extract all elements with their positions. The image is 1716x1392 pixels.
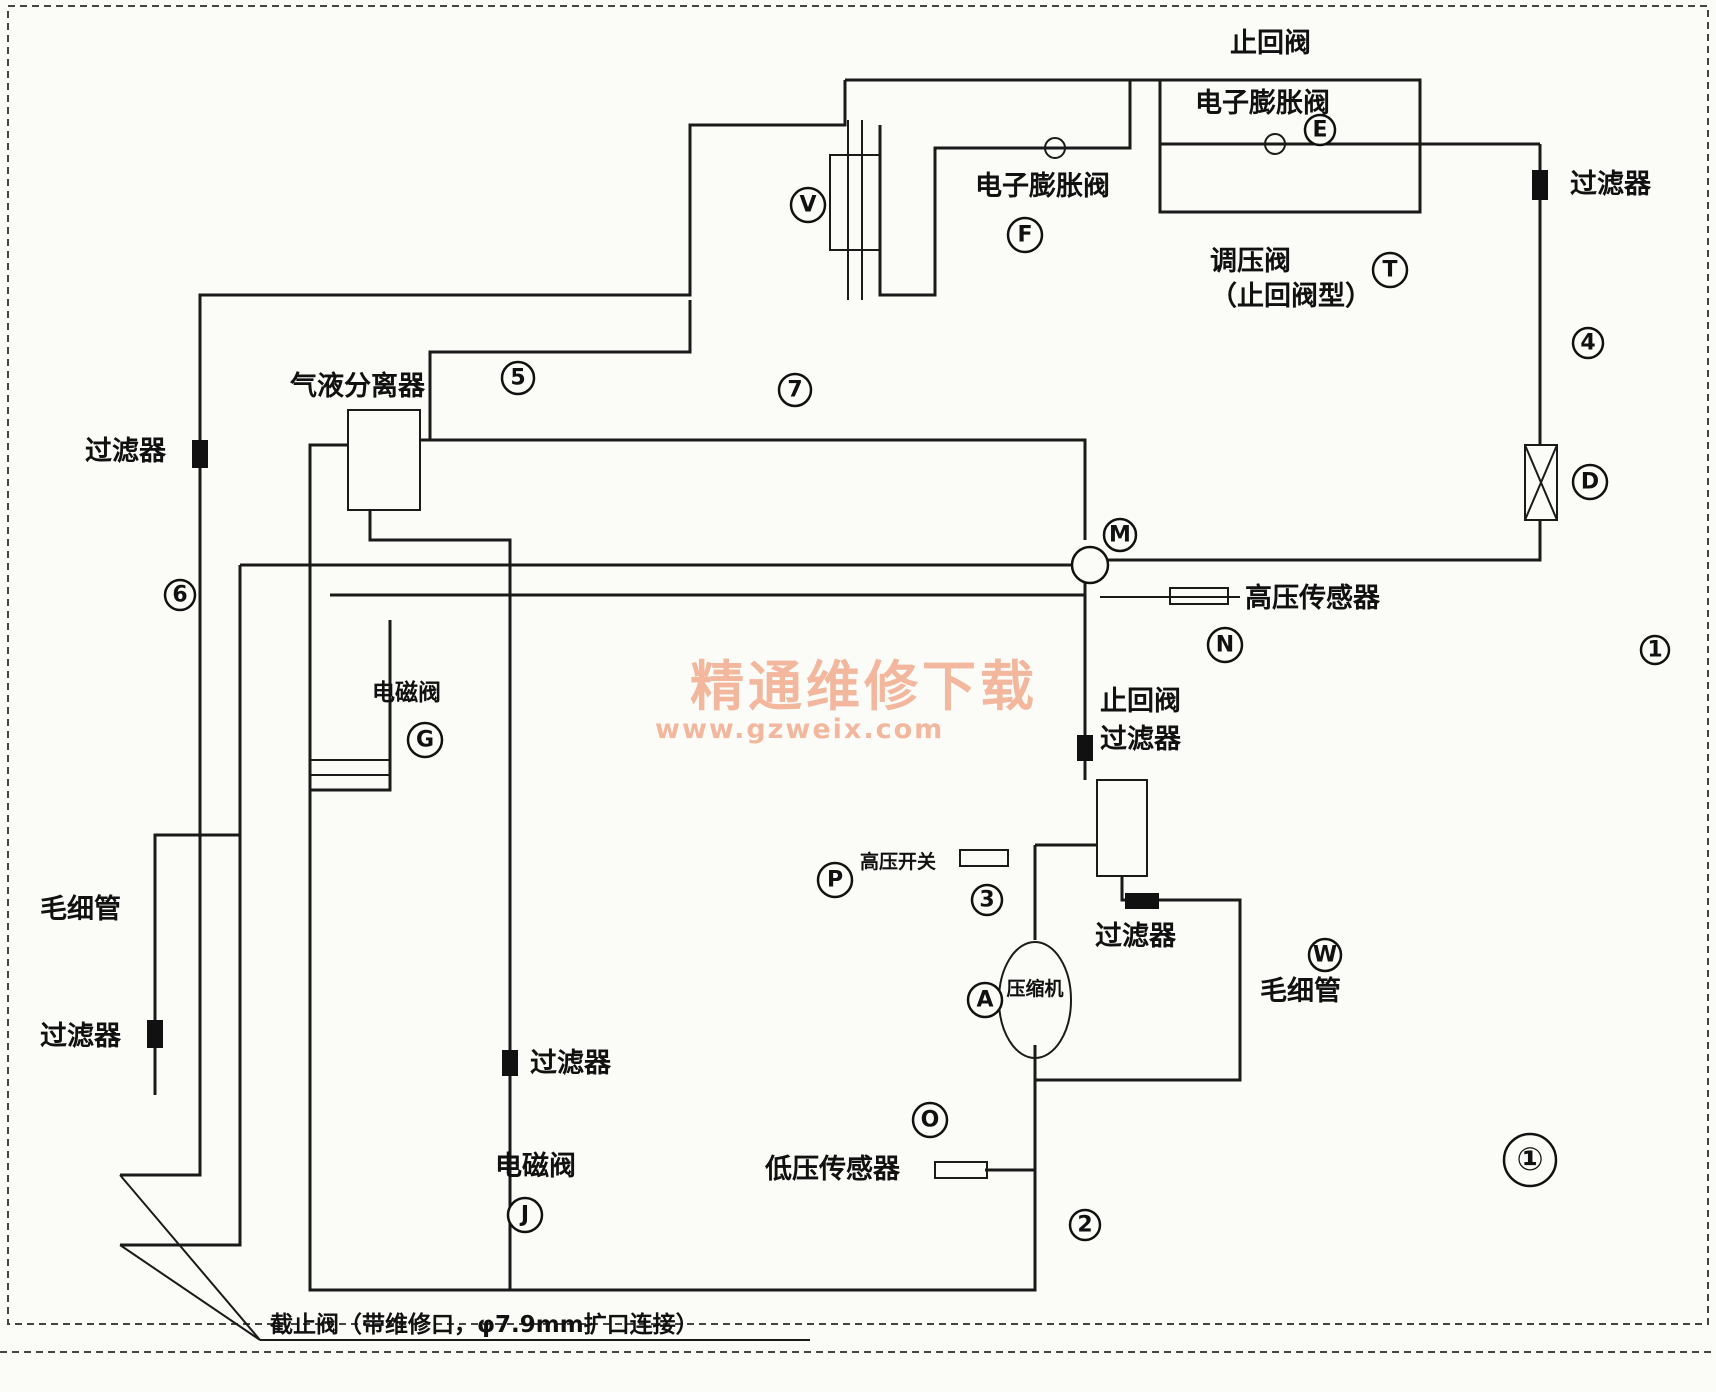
marker-P: P — [827, 868, 843, 893]
marker-3: 3 — [979, 888, 994, 913]
figure-number-circle — [1502, 1132, 1558, 1188]
stop-valve-note: 截止阀（带维修口，φ7.9mm扩口连接） — [270, 1311, 699, 1338]
filter-left-bottom-label: 过滤器 — [40, 1021, 122, 1052]
eev-left-label: 电子膨胀阀 — [975, 171, 1110, 202]
marker-W: W — [1313, 943, 1337, 968]
low-pressure-sensor-symbol — [934, 1161, 988, 1179]
pressure-regulator-type-label: （止回阀型） — [1210, 281, 1372, 312]
marker-1: 1 — [1647, 638, 1662, 663]
filter-mid-label: 过滤器 — [530, 1048, 612, 1079]
filter-right — [1532, 170, 1548, 200]
check-valve-top-label: 止回阀 — [1230, 28, 1311, 59]
marker-O: O — [921, 1108, 940, 1133]
marker-T: T — [1382, 258, 1397, 283]
watermark-url: www.gzweix.com — [655, 714, 944, 745]
filter-right-label: 过滤器 — [1570, 169, 1652, 200]
watermark-cn: 精通维修下载 — [690, 655, 1038, 718]
low-pressure-sensor-label: 低压传感器 — [764, 1153, 901, 1185]
figure-number: ① — [1516, 1140, 1543, 1178]
compressor — [998, 941, 1072, 1059]
oil-separator — [1096, 779, 1148, 877]
separator-body — [347, 409, 421, 511]
compressor-label: 压缩机 — [1006, 977, 1063, 1000]
filter-lower-right-label: 过滤器 — [1095, 921, 1177, 952]
eev-E-symbol — [1264, 133, 1286, 155]
filter-left-top-label: 过滤器 — [85, 436, 167, 467]
filter-mid — [502, 1050, 518, 1076]
high-pressure-sensor-label: 高压传感器 — [1245, 582, 1381, 614]
marker-E: E — [1312, 118, 1327, 143]
marker-7: 7 — [787, 378, 802, 403]
high-pressure-switch-symbol — [959, 849, 1009, 867]
marker-N: N — [1216, 633, 1234, 658]
outer-frame — [7, 5, 1709, 1325]
marker-V: V — [799, 193, 816, 218]
solenoid-G-label: 电磁阀 — [372, 679, 441, 706]
capillary-right-label: 毛细管 — [1260, 975, 1341, 1007]
filter-left-top — [192, 440, 208, 468]
filter-mid-right — [1077, 735, 1093, 761]
pressure-regulator-label: 调压阀 — [1210, 246, 1291, 277]
pipework — [119, 78, 1542, 1341]
markers: V F E T D M N G P A W O J 1 2 3 4 5 6 7 — [163, 113, 1671, 1242]
marker-G: G — [416, 728, 434, 753]
four-way-valve-V — [829, 154, 881, 251]
filter-mid-right-label: 过滤器 — [1100, 724, 1182, 755]
solenoid-J-label: 电磁阀 — [495, 1151, 576, 1182]
marker-A: A — [976, 988, 993, 1013]
check-valve-mid-label: 止回阀 — [1100, 686, 1181, 717]
capillary-left-label: 毛细管 — [40, 893, 121, 925]
high-pressure-sensor-symbol — [1169, 587, 1229, 605]
marker-4: 4 — [1580, 331, 1595, 356]
separator-label: 气液分离器 — [289, 370, 426, 402]
high-pressure-switch-label: 高压开关 — [860, 850, 936, 873]
marker-2: 2 — [1077, 1213, 1092, 1238]
eev-F-symbol — [1044, 137, 1066, 159]
marker-F: F — [1017, 223, 1032, 248]
expansion-valve-D — [1524, 444, 1558, 521]
marker-J: J — [519, 1203, 529, 1228]
filter-lower-right — [1125, 893, 1159, 909]
filter-left-bottom — [147, 1020, 163, 1048]
eev-right-label: 电子膨胀阀 — [1195, 88, 1330, 119]
junction-M — [1070, 545, 1110, 585]
marker-5: 5 — [510, 366, 525, 391]
marker-M: M — [1109, 523, 1131, 548]
marker-6: 6 — [172, 583, 187, 608]
marker-D: D — [1581, 470, 1599, 495]
